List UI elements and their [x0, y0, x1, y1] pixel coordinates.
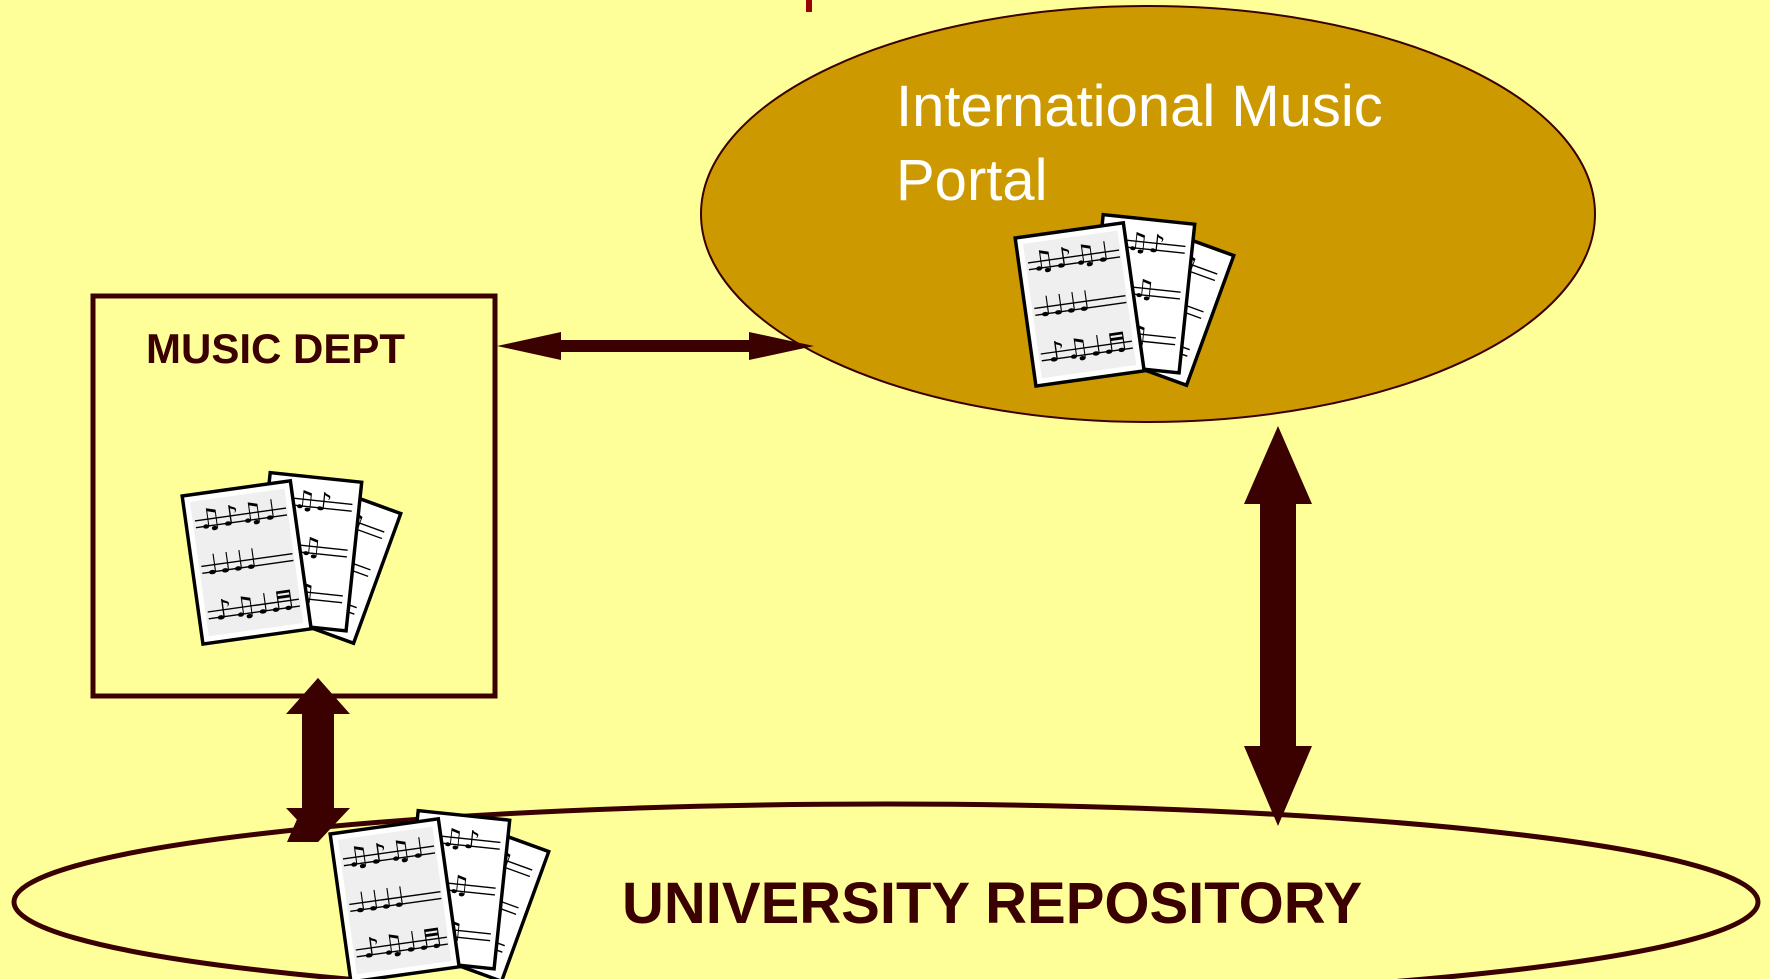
arrow-dept-portal	[497, 332, 814, 360]
sheet-music-icon	[328, 808, 551, 979]
arrow-portal-repository	[1244, 426, 1312, 826]
music-dept-node	[90, 293, 498, 699]
repository-label: UNIVERSITY REPOSITORY	[622, 871, 1363, 936]
portal-title: International Music Portal	[896, 74, 1383, 213]
arrow-dept-repository-body	[286, 678, 350, 842]
music-dept-label: MUSIC DEPT	[146, 325, 406, 372]
sheet-music-icon	[180, 470, 403, 646]
portal-node	[700, 5, 1596, 423]
repository-node	[11, 801, 1761, 979]
